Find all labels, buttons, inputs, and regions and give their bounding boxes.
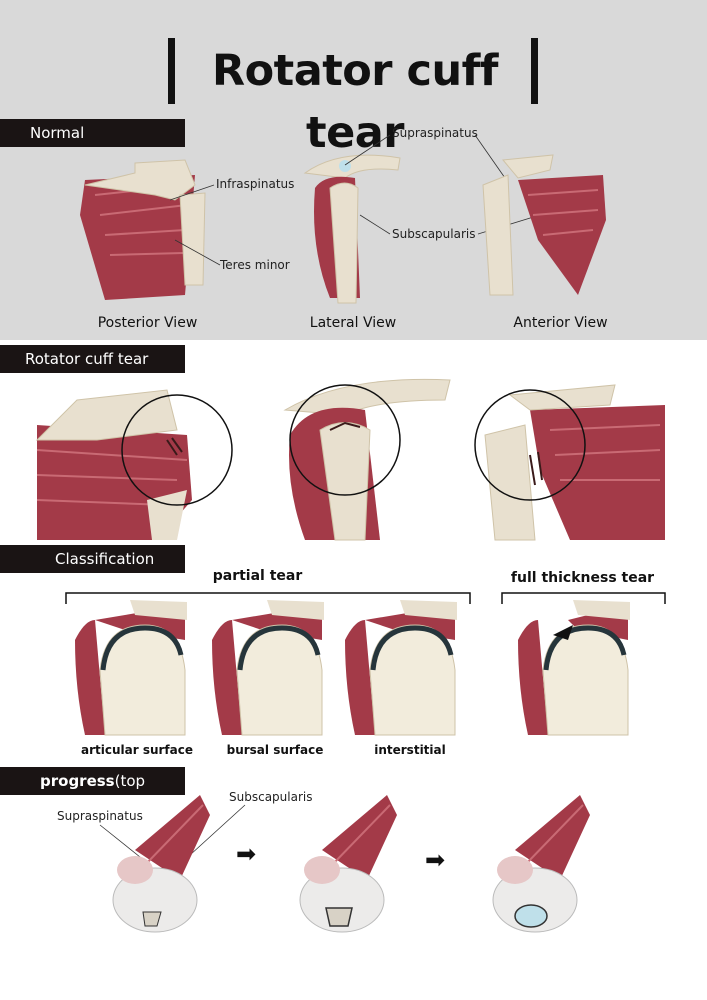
classification-articular-illustration [75,600,187,736]
type-interstitial: interstitial [374,743,446,757]
section-label-tear: Rotator cuff tear [0,345,185,373]
full-thickness-tear-label: full thickness tear [510,570,655,586]
label-subscapularis: Subscapularis [392,227,476,241]
tear-anterior-illustration [474,384,665,541]
posterior-view-label: Posterior View [97,315,198,331]
anterior-view-illustration [482,154,606,296]
progress-stage-2 [299,795,397,933]
classification-bursal-illustration [212,600,324,736]
title-bar-left [168,38,175,104]
section-label-normal: Normal [0,119,185,147]
section-label-progress: progress(top view) [0,767,185,818]
progress-stage-1 [112,795,210,933]
classification-full-thickness-illustration [518,600,630,736]
lateral-view-illustration [303,154,401,304]
lateral-view-label: Lateral View [309,315,397,331]
tear-posterior-illustration [35,389,233,540]
label-infraspinatus: Infraspinatus [216,177,295,191]
anterior-view-label: Anterior View [513,315,608,331]
posterior-view-illustration [80,159,206,300]
progress-label-rest: (top view) [40,772,146,818]
progress-label-bold: progress [40,772,115,790]
progress-label-subscapularis: Subscapularis [229,790,313,804]
page-title: Rotator cuff tear [211,46,499,158]
section-label-classification: Classification [0,545,185,573]
posterior-leader-lines [169,184,221,266]
tear-lateral-illustration [283,378,451,541]
progress-arrow-1-icon: ➡ [236,840,257,868]
progress-stage-3 [492,795,590,933]
partial-tear-label: partial tear [212,568,303,584]
classification-interstitial-illustration [345,600,457,736]
progress-arrow-2-icon: ➡ [425,846,446,874]
type-articular-surface: articular surface [80,743,193,757]
progress-label-supraspinatus: Supraspinatus [57,809,143,823]
type-bursal-surface: bursal surface [226,743,324,757]
label-supraspinatus: Supraspinatus [392,126,478,140]
label-teres-minor: Teres minor [220,258,290,272]
title-bar-right [531,38,538,104]
